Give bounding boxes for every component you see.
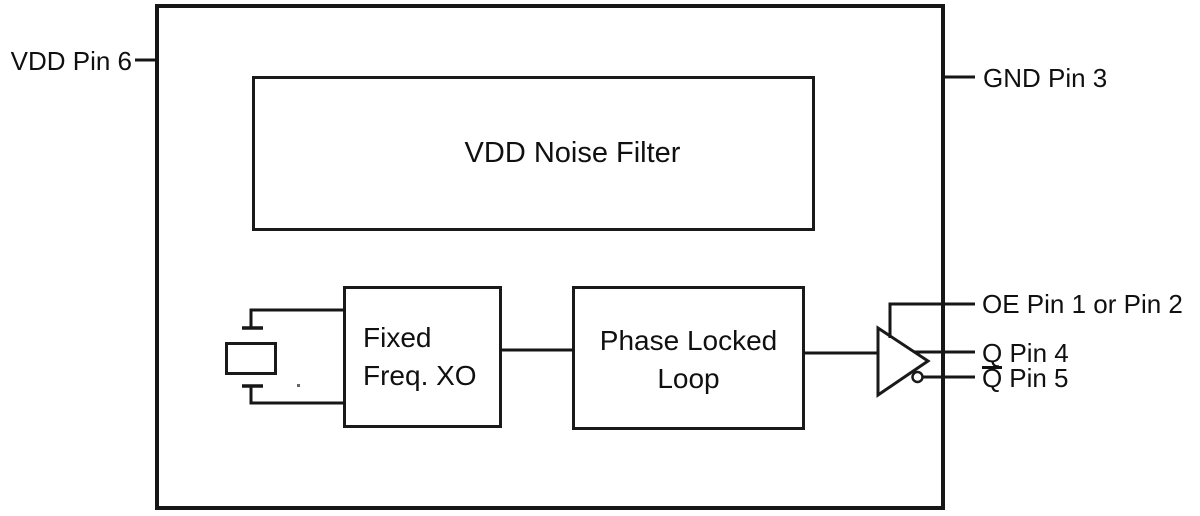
vdd-pin-label: VDD Pin 6: [10, 46, 132, 76]
xo-label-line2: Freq. XO: [363, 360, 477, 391]
gnd-pin-label: GND Pin 3: [983, 63, 1108, 93]
chip-boundary-box: [155, 4, 945, 510]
qbar-overline-symbol: Q: [982, 363, 1003, 393]
fixed-freq-xo-block: Fixed Freq. XO: [343, 286, 502, 428]
oe-pin-label: OE Pin 1 or Pin 2: [982, 289, 1183, 319]
xo-label-line1: Fixed: [363, 322, 432, 353]
pll-label-line1: Phase Locked: [599, 325, 778, 356]
qbar-pin-number: Pin 5: [1009, 363, 1069, 393]
vdd-noise-filter-block: VDD Noise Filter: [252, 76, 815, 231]
q-pin-label: Q Pin 4: [982, 338, 1069, 368]
phase-locked-loop-block: Phase Locked Loop: [572, 286, 805, 430]
pll-label-line2: Loop: [657, 363, 720, 394]
vdd-noise-filter-label: VDD Noise Filter: [464, 137, 681, 169]
